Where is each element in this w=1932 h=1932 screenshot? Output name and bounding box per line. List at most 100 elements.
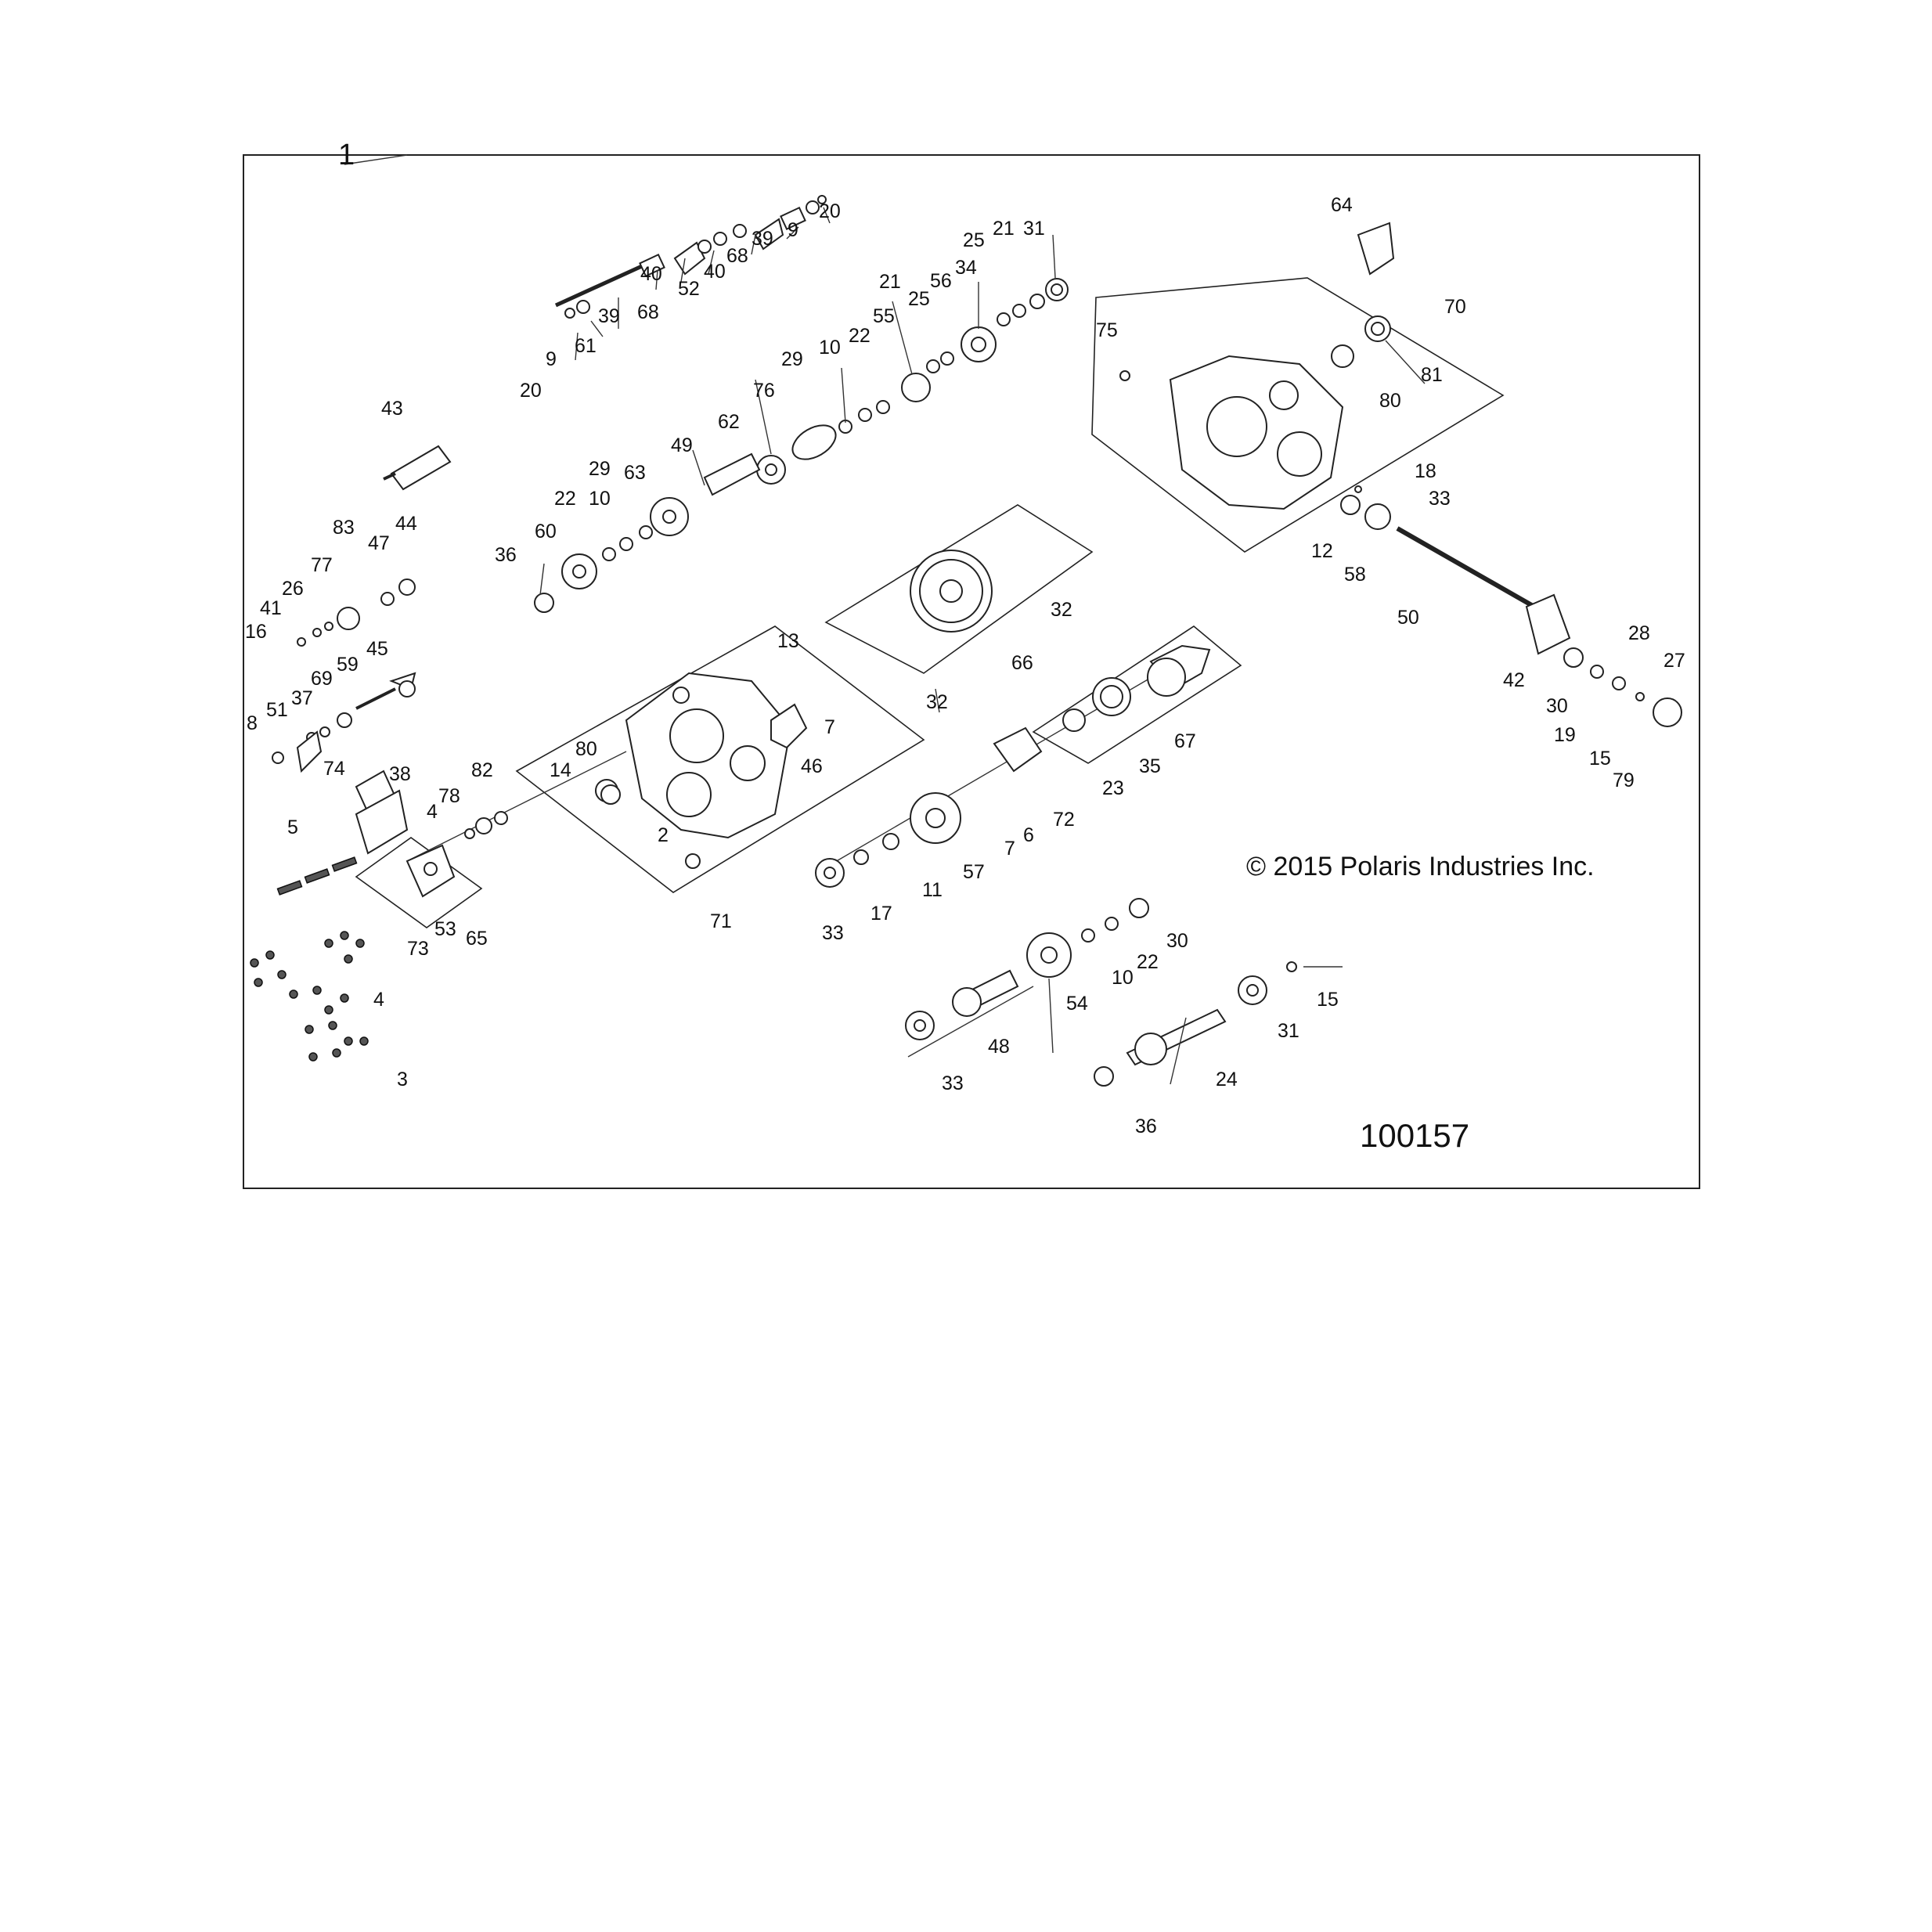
part-label: 78 <box>438 785 460 807</box>
part-label: 2 <box>658 824 669 846</box>
part-label: 29 <box>589 458 611 480</box>
part-label: 7 <box>1004 838 1015 860</box>
part-label: 57 <box>963 861 985 883</box>
part-label: 7 <box>824 716 835 738</box>
part-label: 13 <box>777 630 799 652</box>
part-label: 5 <box>287 816 298 838</box>
part-label: 22 <box>849 325 870 347</box>
diagram-id: 100157 <box>1360 1117 1469 1154</box>
part-label: 15 <box>1317 989 1339 1011</box>
part-label: 29 <box>781 348 803 370</box>
gear-67 <box>1147 644 1211 697</box>
part-label: 10 <box>589 488 611 510</box>
part-label: 71 <box>710 910 732 932</box>
part-label: 67 <box>1174 730 1196 752</box>
part-label: 36 <box>495 544 517 566</box>
part-label: 19 <box>1554 724 1576 746</box>
part-label: 48 <box>988 1036 1010 1058</box>
leader-lines <box>539 207 1426 1085</box>
part-label: 68 <box>637 301 659 323</box>
bracket-64 <box>1357 222 1395 276</box>
part-label: 43 <box>381 398 403 420</box>
group-outline-67 <box>1032 625 1242 764</box>
part-label: 61 <box>575 335 597 357</box>
part-label: 56 <box>930 270 952 292</box>
part-label: 68 <box>726 245 748 267</box>
part-label: 55 <box>873 305 895 327</box>
part-label: 41 <box>260 597 282 619</box>
part-label: 82 <box>471 759 493 781</box>
part-label: 11 <box>922 879 943 901</box>
upper-shaft-components <box>534 278 1069 613</box>
part-label: 30 <box>1166 930 1188 952</box>
part-label: 37 <box>291 687 313 709</box>
cover-72 <box>993 726 1043 773</box>
part-label: 76 <box>753 380 775 402</box>
part-43 <box>383 445 452 491</box>
part-label: 14 <box>550 759 571 781</box>
part-label: 26 <box>282 578 304 600</box>
part-label: 49 <box>671 434 693 456</box>
part-label: 10 <box>819 337 841 359</box>
diagram-frame <box>243 154 1700 1189</box>
part-label: 53 <box>434 918 456 940</box>
part-label: 20 <box>819 200 841 222</box>
part-label: 21 <box>993 218 1015 240</box>
part-label: 60 <box>535 521 557 542</box>
part-label: 27 <box>1663 650 1685 672</box>
part-label: 25 <box>908 288 930 310</box>
part-label: 54 <box>1066 993 1088 1015</box>
part-label: 66 <box>1011 652 1033 674</box>
part-label: 16 <box>245 621 267 643</box>
part-label: 42 <box>1503 669 1525 691</box>
part-label: 33 <box>942 1072 964 1094</box>
part-label: 81 <box>1421 364 1443 386</box>
part-label: 51 <box>266 699 288 721</box>
part-label: 34 <box>955 257 977 279</box>
part-label: 83 <box>333 517 355 539</box>
part-label: 38 <box>389 763 411 785</box>
part-label: 21 <box>879 271 901 293</box>
part-label: 18 <box>1415 460 1436 482</box>
part-label: 65 <box>466 928 488 950</box>
part-label: 73 <box>407 938 429 960</box>
part-label: 36 <box>1135 1116 1157 1137</box>
part-label: 30 <box>1546 695 1568 717</box>
part-label: 69 <box>311 668 333 690</box>
part-label: 20 <box>520 380 542 402</box>
group-outline-66 <box>824 504 1094 674</box>
part-label: 17 <box>870 903 892 925</box>
transmission-housing-left <box>625 672 792 839</box>
part-label: 4 <box>427 801 438 823</box>
shift-rail-components <box>554 195 827 319</box>
part-label: 79 <box>1613 770 1635 791</box>
part-label: 6 <box>1023 824 1034 846</box>
part-label: 31 <box>1278 1020 1299 1042</box>
part-label: 63 <box>624 462 646 484</box>
part-label: 75 <box>1096 319 1118 341</box>
part-label: 28 <box>1628 622 1650 644</box>
part-label: 74 <box>323 758 345 780</box>
part-label: 15 <box>1589 748 1611 770</box>
part-label: 39 <box>752 228 773 250</box>
part-label: 22 <box>554 488 576 510</box>
part-label: 32 <box>1051 599 1072 621</box>
lower-shaft-gears <box>815 792 1149 1040</box>
part-label: 40 <box>640 263 662 285</box>
part-label: 47 <box>368 532 390 554</box>
part-label: 32 <box>926 691 948 713</box>
part-label: 58 <box>1344 564 1366 586</box>
group-outline-70 <box>1091 277 1505 553</box>
part-label: 4 <box>373 989 384 1011</box>
part-label: 52 <box>678 278 700 300</box>
part-label: 62 <box>718 411 740 433</box>
output-shaft-24 <box>1094 961 1297 1087</box>
part-labels: 20 9 39 68 40 52 40 68 39 9 20 61 43 29 … <box>245 194 1685 1137</box>
part-65 <box>406 844 456 898</box>
part-label: 3 <box>397 1069 408 1090</box>
part-label: 9 <box>546 348 557 370</box>
part-82-78 <box>464 811 508 839</box>
part-label: 33 <box>822 922 844 944</box>
part-label: 35 <box>1139 755 1161 777</box>
